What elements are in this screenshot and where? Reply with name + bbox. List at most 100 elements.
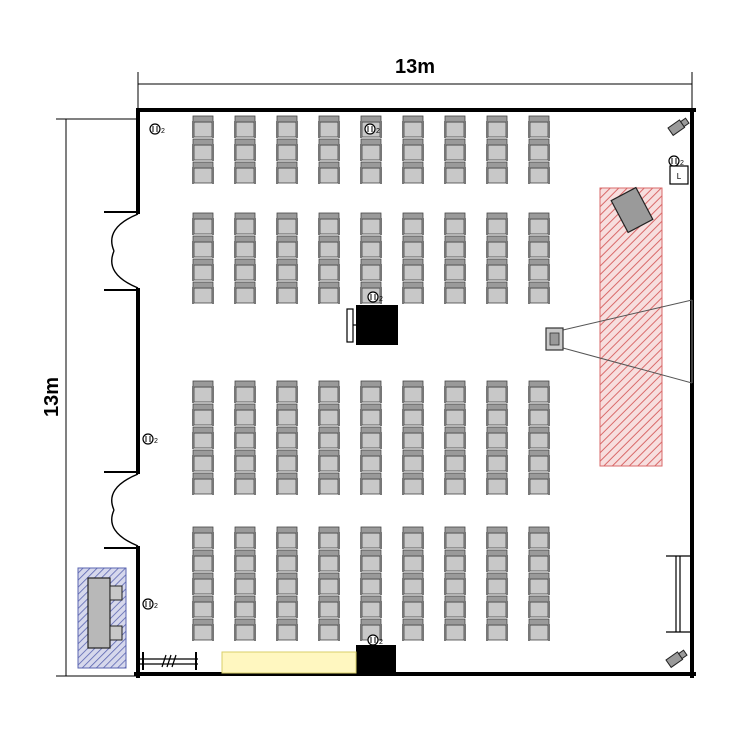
seat <box>402 426 424 449</box>
seat <box>318 380 340 403</box>
seat <box>192 212 214 235</box>
seat <box>318 138 340 161</box>
width-dimension: 13m <box>137 56 693 108</box>
seat <box>486 138 508 161</box>
seat <box>360 212 382 235</box>
seat <box>318 572 340 595</box>
outlet-icon: 2 <box>367 291 383 303</box>
seat <box>276 115 298 138</box>
seat <box>444 572 466 595</box>
seat <box>318 449 340 472</box>
screen-area <box>599 187 663 467</box>
seat <box>318 595 340 618</box>
seat <box>234 595 256 618</box>
seat <box>192 161 214 184</box>
outlet-icon: 2 <box>367 634 383 646</box>
camera-icon <box>665 649 688 669</box>
seat <box>276 380 298 403</box>
seat <box>360 426 382 449</box>
seat <box>528 403 550 426</box>
seat <box>486 618 508 641</box>
seat <box>360 258 382 281</box>
seat <box>528 618 550 641</box>
seat <box>402 258 424 281</box>
seat <box>528 572 550 595</box>
camera-icon <box>667 117 690 137</box>
seat <box>402 380 424 403</box>
seat <box>402 526 424 549</box>
seat <box>276 572 298 595</box>
seat <box>234 281 256 304</box>
seat <box>486 595 508 618</box>
switch-box-label: L <box>677 172 682 181</box>
seat <box>276 426 298 449</box>
seat <box>528 449 550 472</box>
seat <box>444 426 466 449</box>
seat <box>402 549 424 572</box>
seat <box>234 618 256 641</box>
seat <box>234 403 256 426</box>
seat <box>444 549 466 572</box>
seat <box>486 526 508 549</box>
seat <box>234 472 256 495</box>
seat <box>402 161 424 184</box>
rail-bottom-left <box>140 652 198 670</box>
seat <box>486 212 508 235</box>
seat <box>192 618 214 641</box>
seat <box>360 138 382 161</box>
seat <box>192 426 214 449</box>
seat <box>360 403 382 426</box>
seat <box>444 115 466 138</box>
seat <box>276 526 298 549</box>
seat <box>276 235 298 258</box>
seat <box>318 426 340 449</box>
outlet-icon: 2 <box>149 123 165 135</box>
seat <box>486 449 508 472</box>
seat <box>234 449 256 472</box>
seat <box>528 472 550 495</box>
seat <box>192 235 214 258</box>
seat <box>444 212 466 235</box>
seat <box>486 161 508 184</box>
seat <box>360 161 382 184</box>
seat <box>318 258 340 281</box>
outlet-label: 2 <box>680 160 684 167</box>
seat <box>528 115 550 138</box>
seat <box>276 161 298 184</box>
switch-box: L <box>669 165 689 185</box>
seat <box>402 138 424 161</box>
seat <box>234 138 256 161</box>
seat <box>234 526 256 549</box>
seat <box>444 526 466 549</box>
seat <box>360 549 382 572</box>
yellow-zone <box>221 651 357 674</box>
seat <box>192 380 214 403</box>
outlet-icon: 2 <box>364 123 380 135</box>
seat <box>192 472 214 495</box>
seat <box>444 161 466 184</box>
seat <box>192 595 214 618</box>
seat <box>276 595 298 618</box>
seat <box>276 449 298 472</box>
seat <box>318 526 340 549</box>
door-lower <box>104 471 140 549</box>
seat <box>444 138 466 161</box>
seat <box>444 403 466 426</box>
seat <box>276 403 298 426</box>
seat <box>528 549 550 572</box>
seat <box>528 380 550 403</box>
seat <box>486 426 508 449</box>
seat <box>444 281 466 304</box>
seat <box>318 115 340 138</box>
seat <box>318 281 340 304</box>
seat <box>360 572 382 595</box>
seat <box>444 258 466 281</box>
seat <box>192 549 214 572</box>
seat <box>444 472 466 495</box>
height-dimension: 13m <box>41 118 140 677</box>
stage-step <box>356 645 396 674</box>
seat <box>360 526 382 549</box>
seat <box>486 472 508 495</box>
seat <box>528 281 550 304</box>
